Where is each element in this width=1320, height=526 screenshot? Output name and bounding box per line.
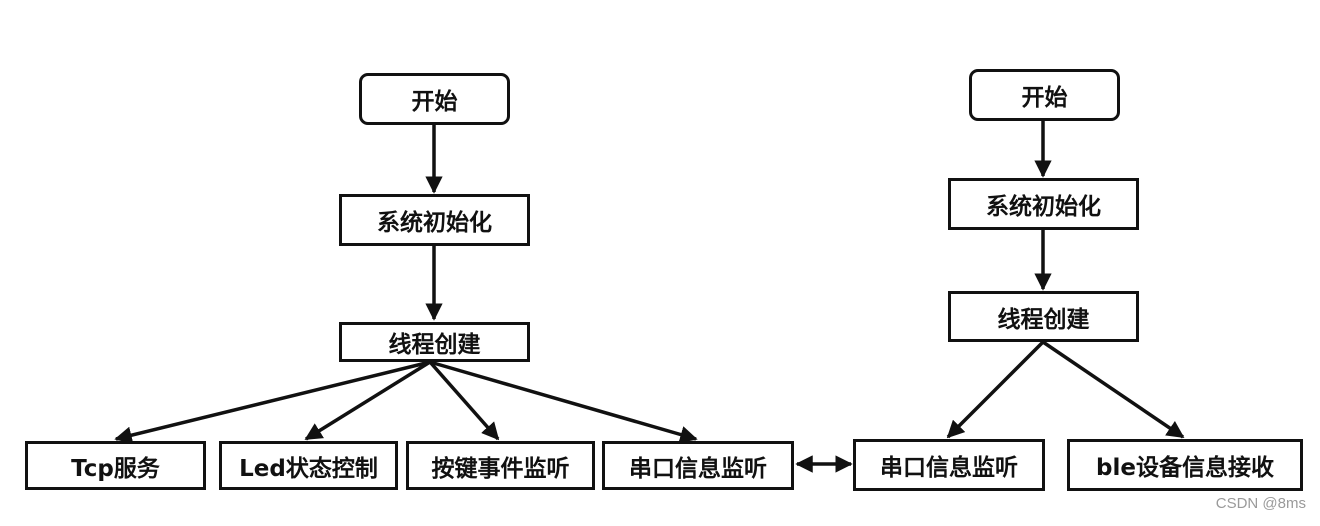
left-child-serial: 串口信息监听 <box>602 441 794 490</box>
left-child-tcp: Tcp服务 <box>25 441 206 490</box>
arrow-left-thread-to-key <box>428 360 500 441</box>
arrow-right-thread-to-ble <box>1042 340 1185 439</box>
right-start-node: 开始 <box>969 69 1120 121</box>
right-thread-node: 线程创建 <box>948 291 1139 342</box>
left-child-key: 按键事件监听 <box>406 441 595 490</box>
arrow-left-thread-to-led <box>304 360 431 441</box>
left-init-node: 系统初始化 <box>339 194 530 246</box>
left-thread-node: 线程创建 <box>339 322 530 362</box>
right-child-serial: 串口信息监听 <box>853 439 1045 491</box>
arrow-left-thread-to-serial <box>429 360 698 444</box>
right-init-node: 系统初始化 <box>948 178 1139 230</box>
arrow-right-thread-to-serial <box>946 340 1045 439</box>
watermark: CSDN @8ms <box>1215 495 1306 512</box>
arrow-left-thread-to-tcp <box>114 360 431 444</box>
left-start-node: 开始 <box>359 73 510 125</box>
left-child-led: Led状态控制 <box>219 441 398 490</box>
right-child-ble: ble设备信息接收 <box>1067 439 1303 491</box>
